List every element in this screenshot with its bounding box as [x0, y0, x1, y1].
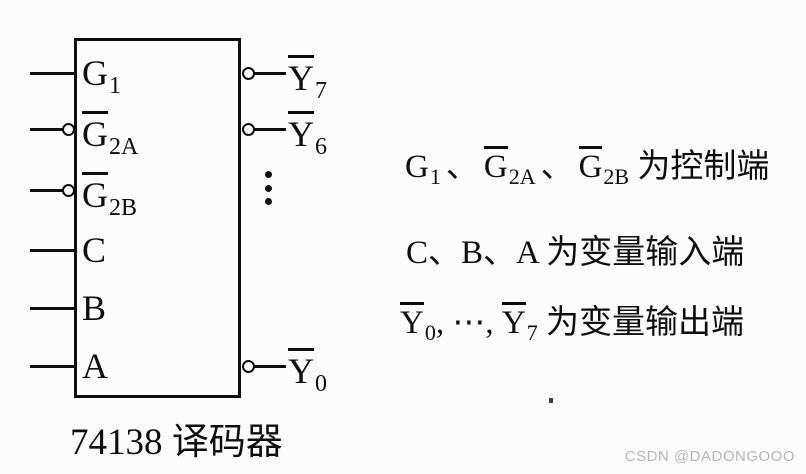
pin-g1-sub: 1	[109, 73, 121, 99]
pin-y7-sub: 7	[315, 78, 327, 104]
pin-y7-base: Y	[288, 55, 314, 96]
legend-y0-sub: 0	[424, 320, 436, 345]
pin-g2a-base: G	[82, 111, 108, 152]
legend-g2a-base: G	[483, 146, 508, 184]
pin-label-y0: Y0	[288, 348, 327, 402]
separator: 、	[540, 149, 574, 185]
pin-label-g1: G1	[82, 55, 121, 104]
pin-line-a	[30, 364, 75, 368]
legend-line-inputs: C、B、A 为变量输入端	[406, 233, 744, 273]
pin-line-g1	[30, 71, 75, 75]
vertical-ellipsis-icon	[265, 171, 273, 205]
ellipsis-text: , ⋯,	[435, 305, 502, 341]
chip-caption: 74138 译码器	[70, 422, 283, 463]
legend-y0-base: Y	[400, 302, 424, 340]
pin-y6-base: Y	[288, 111, 314, 152]
pin-y6-sub: 6	[315, 134, 327, 160]
pin-c-base: C	[82, 230, 107, 270]
legend-g2a-sub: 2A	[508, 164, 536, 189]
active-low-bubble-icon	[62, 183, 75, 197]
legend-line-controls: G1、G2A、G2B 为控制端	[405, 146, 769, 197]
active-low-bubble-icon	[62, 122, 75, 136]
active-low-bubble-icon	[241, 66, 255, 80]
pin-g1-base: G	[82, 53, 108, 93]
pin-label-g2a: G2A	[82, 111, 138, 165]
pin-label-g2b: G2B	[82, 172, 137, 226]
pin-label-y6: Y6	[288, 111, 327, 165]
legend-line-outputs: Y0, ⋯, Y7 为变量输出端	[400, 302, 744, 353]
ellipsis-dot	[265, 185, 272, 192]
pin-label-b: B	[82, 290, 106, 326]
pin-line-y6	[254, 127, 286, 131]
pin-line-y7	[254, 71, 286, 75]
watermark: CSDN @DADONGOOO	[624, 448, 795, 465]
legend-y7-base: Y	[501, 302, 526, 340]
pin-line-c	[30, 248, 75, 252]
pin-label-y7: Y7	[288, 55, 327, 109]
pin-g2a-sub: 2A	[109, 134, 139, 160]
pin-line-b	[30, 306, 75, 310]
pin-line-y0	[254, 364, 286, 368]
pin-y0-base: Y	[288, 348, 314, 389]
legend-outputs-text: 为变量输出端	[537, 305, 744, 341]
legend-inputs-text: C、B、A 为变量输入端	[406, 235, 745, 271]
active-low-bubble-icon	[241, 359, 255, 373]
ink-speck	[549, 398, 553, 403]
pin-b-base: B	[82, 288, 107, 328]
legend-y7-sub: 7	[526, 320, 538, 345]
chip-outline	[74, 38, 241, 398]
legend-g1-base: G	[405, 149, 429, 185]
pin-g2b-sub: 2B	[109, 195, 138, 221]
pin-line-g2b	[30, 188, 63, 192]
pin-a-base: A	[82, 346, 108, 386]
pin-g2b-base: G	[82, 172, 108, 213]
separator: 、	[445, 149, 479, 185]
legend-g2b-sub: 2B	[603, 164, 630, 189]
pin-line-g2a	[30, 127, 63, 131]
legend-controls-text: 为控制端	[629, 149, 770, 185]
ellipsis-dot	[265, 198, 272, 205]
pin-label-a: A	[82, 348, 108, 384]
ellipsis-dot	[265, 171, 272, 178]
legend-g2b-base: G	[578, 146, 603, 184]
active-low-bubble-icon	[241, 122, 255, 136]
legend-g1-sub: 1	[429, 164, 441, 189]
pin-label-c: C	[82, 232, 106, 268]
pin-y0-sub: 0	[315, 371, 327, 397]
